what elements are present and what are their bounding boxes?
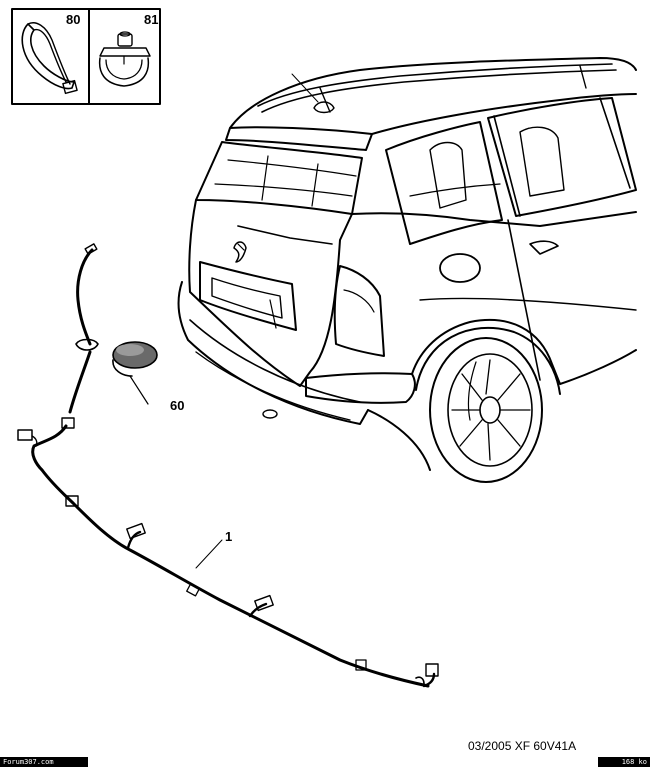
callout-label-80: 80	[66, 12, 80, 27]
footer-gap	[88, 757, 598, 767]
grommet-clip-icon	[98, 31, 151, 87]
inset-box: 80 81	[11, 8, 161, 105]
file-size-label: 168 ko	[602, 757, 650, 767]
callout-label-81: 81	[144, 12, 158, 27]
vehicle-illustration	[177, 57, 637, 483]
callout-label-60: 60	[170, 398, 184, 413]
wheel-icon	[429, 337, 543, 483]
badge-icon	[233, 241, 247, 263]
wiring-harness-part-1: 1	[17, 243, 439, 688]
drawing-reference: 03/2005 XF 60V41A	[468, 739, 576, 753]
site-watermark: Forum307.com	[0, 757, 86, 767]
callout-label-1: 1	[225, 529, 232, 544]
grommet-part-60: 60	[112, 341, 184, 413]
cable-tie-icon	[21, 22, 78, 95]
